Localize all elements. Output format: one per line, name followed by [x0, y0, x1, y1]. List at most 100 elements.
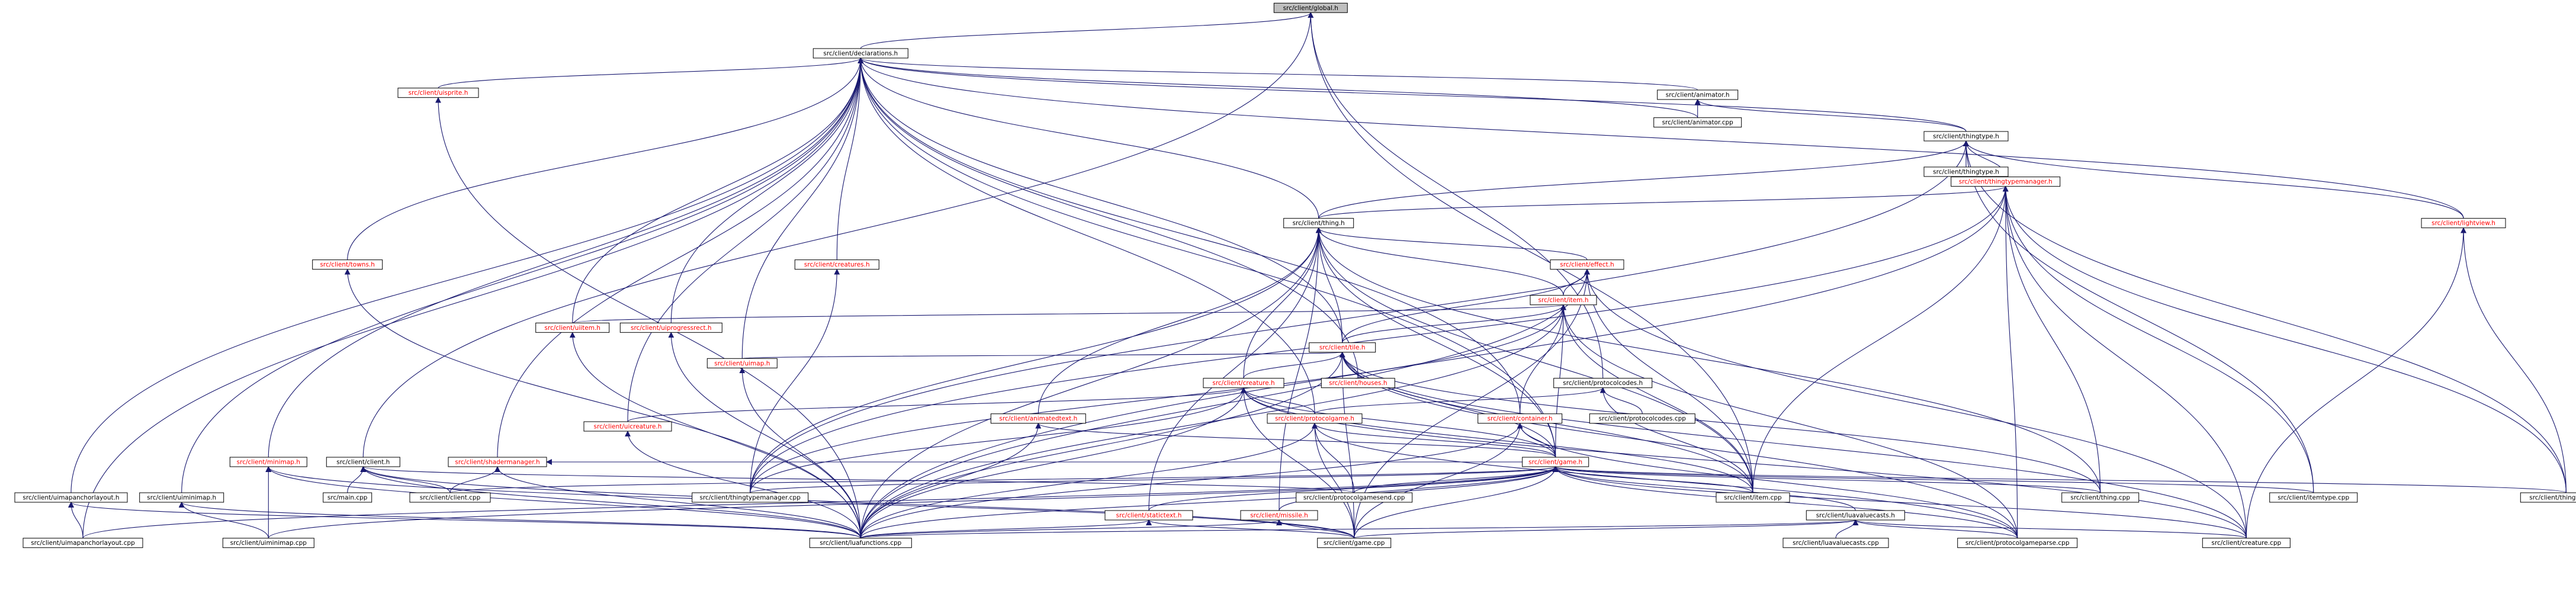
node-animator-cpp[interactable]: src/client/animator.cpp	[1653, 117, 1742, 128]
edge-luafunctions-cpp-to-uimap-h	[739, 367, 861, 538]
node-protocolgameparse-cpp[interactable]: src/client/protocolgameparse.cpp	[1957, 538, 2078, 548]
node-label: src/client/uimapanchorlayout.cpp	[31, 540, 135, 547]
node-uisprite[interactable]: src/client/uisprite.h	[397, 88, 479, 98]
edge-animator-cpp-to-declarations	[857, 57, 1698, 118]
node-missile-h[interactable]: src/client/missile.h	[1240, 510, 1318, 521]
node-thingtypemanager-h[interactable]: src/client/thingtypemanager.h	[1951, 176, 2061, 187]
node-box	[1104, 510, 1193, 521]
edge-luafunctions-cpp-to-tile-h	[860, 351, 1345, 538]
node-declarations[interactable]: src/client/declarations.h	[812, 48, 908, 59]
node-box	[1296, 492, 1413, 503]
node-uiminimap-cpp[interactable]: src/client/uiminimap.cpp	[222, 538, 314, 548]
edge-thingtype-cpp-to-game-h	[1553, 466, 2567, 493]
node-creatures-h[interactable]: src/client/creatures.h	[794, 259, 879, 270]
node-box	[312, 259, 383, 270]
node-box	[1923, 131, 2009, 142]
node-towns-h[interactable]: src/client/towns.h	[312, 259, 383, 270]
node-thingtype-cpp[interactable]: src/client/thingtype.cpp	[2520, 492, 2576, 503]
edge-client-cpp-to-client-h	[360, 466, 451, 493]
node-thingtype-h[interactable]: src/client/thingtype.h	[1923, 131, 2009, 142]
edge-uimap-h-to-tile-h	[741, 351, 1344, 359]
edge-tile-h-to-declarations	[857, 57, 1343, 343]
node-box	[794, 259, 879, 270]
node-label: src/client/shadermanager.h	[455, 459, 539, 466]
edge-container-h-to-item-h	[1520, 304, 1566, 414]
node-uiprogressrect-h[interactable]: src/client/uiprogressrect.h	[619, 322, 722, 333]
edge-animatedtext-h-to-thing-h	[1038, 227, 1322, 414]
node-uiitem-h[interactable]: src/client/uiitem.h	[535, 322, 610, 333]
node-label: src/client/protocolgameparse.cpp	[1965, 540, 2070, 547]
node-houses-h[interactable]: src/client/houses.h	[1321, 378, 1395, 389]
edge-thingtype-cpp-to-thingtypemanager-h	[2002, 185, 2567, 493]
node-animatedtext-h[interactable]: src/client/animatedtext.h	[990, 413, 1086, 424]
node-thing-cpp[interactable]: src/client/thing.cpp	[2061, 492, 2140, 503]
edge-thing-cpp-to-game-h	[1553, 466, 2101, 493]
node-protocolgamesend-cpp[interactable]: src/client/protocolgamesend.cpp	[1296, 492, 1413, 503]
node-box	[706, 358, 778, 368]
node-statictext-h[interactable]: src/client/statictext.h	[1104, 510, 1193, 521]
node-luavaluecasts-cpp[interactable]: src/client/luavaluecasts.cpp	[1782, 538, 1889, 548]
node-box	[14, 492, 128, 503]
node-protocolcodes-cpp[interactable]: src/client/protocolcodes.cpp	[1589, 413, 1695, 424]
node-uiminimap-h[interactable]: src/client/uiminimap.h	[139, 492, 224, 503]
node-uimap-h[interactable]: src/client/uimap.h	[706, 358, 778, 368]
node-thingtype-plain[interactable]: src/client/thingtype.h	[1923, 166, 2009, 177]
edge-game-cpp-to-game-h	[1354, 466, 1559, 538]
node-item-cpp[interactable]: src/client/item.cpp	[1716, 492, 1790, 503]
node-item-h[interactable]: src/client/item.h	[1530, 295, 1597, 306]
node-uimapanchorlayout-h[interactable]: src/client/uimapanchorlayout.h	[14, 492, 128, 503]
node-thing-h[interactable]: src/client/thing.h	[1283, 218, 1354, 229]
node-uimapanchorlayout-cpp[interactable]: src/client/uimapanchorlayout.cpp	[23, 538, 143, 548]
node-label: src/client/declarations.h	[823, 50, 898, 57]
edge-client-h-to-global	[362, 12, 1314, 458]
node-luavaluecasts-h[interactable]: src/client/luavaluecasts.h	[1806, 510, 1905, 521]
edge-creature-cpp-to-effect-h	[1584, 268, 2247, 538]
node-creature-h[interactable]: src/client/creature.h	[1203, 378, 1284, 389]
edge-luafunctions-cpp-to-missile-h	[860, 519, 1282, 539]
edge-statictext-h-to-game-h	[1148, 466, 1559, 511]
node-box	[1203, 378, 1284, 389]
edge-thing-h-to-thingtypemanager-h	[1318, 185, 2009, 219]
node-thingtypemanager-cpp[interactable]: src/client/thingtypemanager.cpp	[692, 492, 809, 503]
edge-creatures-h-to-declarations	[836, 57, 864, 260]
edge-game-cpp-to-client-h	[360, 466, 1355, 538]
node-client-cpp[interactable]: src/client/client.cpp	[409, 492, 491, 503]
node-box	[1321, 378, 1395, 389]
node-luafunctions-cpp[interactable]: src/client/luafunctions.cpp	[809, 538, 912, 548]
edge-minimap-h-to-declarations	[268, 57, 864, 458]
node-lightview-h[interactable]: src/client/lightview.h	[2421, 218, 2506, 229]
node-animator-h[interactable]: src/client/animator.h	[1657, 89, 1739, 100]
node-game-h[interactable]: src/client/game.h	[1522, 457, 1589, 467]
node-label: src/client/thing.cpp	[2070, 495, 2130, 502]
node-itemtype-cpp[interactable]: src/client/itemtype.cpp	[2269, 492, 2358, 503]
node-creature-cpp[interactable]: src/client/creature.cpp	[2202, 538, 2291, 548]
node-game-cpp[interactable]: src/client/game.cpp	[1317, 538, 1392, 548]
edge-thing-h-to-declarations	[857, 57, 1319, 219]
edge-lightview-h-to-thingtype-h	[1963, 140, 2464, 219]
node-box	[2520, 492, 2576, 503]
edge-itemtype-cpp-to-game-h	[1553, 466, 2314, 493]
node-tile-h[interactable]: src/client/tile.h	[1309, 342, 1376, 353]
node-minimap-h[interactable]: src/client/minimap.h	[229, 457, 307, 467]
node-global[interactable]: src/client/global.h	[1273, 2, 1348, 13]
node-label: src/client/protocolgamesend.cpp	[1303, 495, 1405, 502]
node-effect-h[interactable]: src/client/effect.h	[1550, 259, 1624, 270]
node-protocolcodes-h[interactable]: src/client/protocolcodes.h	[1553, 378, 1653, 389]
edge-protocolgameparse-cpp-to-tile-h	[1339, 351, 2018, 538]
node-shadermanager-h[interactable]: src/client/shadermanager.h	[448, 457, 547, 467]
node-client-h[interactable]: src/client/client.h	[326, 457, 400, 467]
node-box	[1273, 2, 1348, 13]
node-uicreature-h[interactable]: src/client/uicreature.h	[583, 421, 672, 432]
edge-creature-cpp-to-thingtypemanager-h	[2002, 185, 2247, 538]
node-protocolgame-h[interactable]: src/client/protocolgame.h	[1267, 413, 1363, 424]
edge-container-h-to-declarations	[857, 57, 1521, 414]
edge-thingtypemanager-cpp-to-game-h	[750, 466, 1559, 493]
edge-protocolgame-h-to-declarations	[857, 57, 1315, 414]
node-label: src/client/uimapanchorlayout.h	[23, 495, 119, 502]
node-main-cpp[interactable]: src/main.cpp	[323, 492, 372, 503]
node-container-h[interactable]: src/client/container.h	[1477, 413, 1563, 424]
node-label: src/client/luafunctions.cpp	[820, 540, 901, 547]
edge-protocolgamesend-cpp-to-client-h	[361, 466, 1355, 493]
node-label: src/main.cpp	[327, 495, 368, 502]
